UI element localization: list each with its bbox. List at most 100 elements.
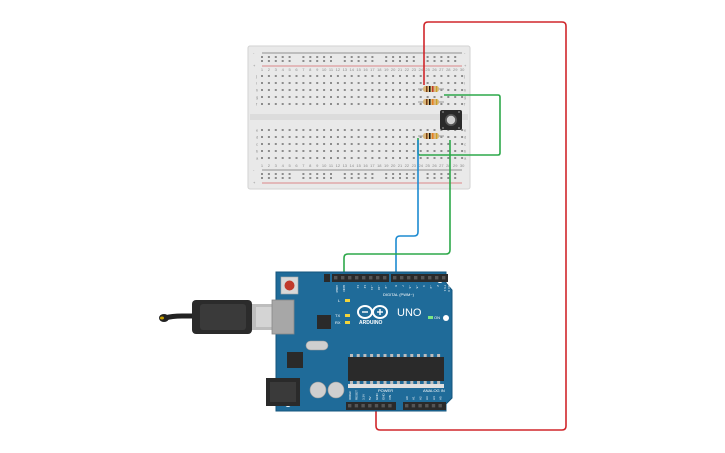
digital-pin-hole[interactable] [341, 276, 345, 280]
breadboard-hole[interactable] [302, 75, 305, 77]
breadboard-hole[interactable] [274, 96, 277, 98]
rail-hole[interactable] [399, 60, 401, 62]
rail-hole[interactable] [392, 60, 395, 62]
analog-pin-hole[interactable] [431, 404, 436, 408]
rail-hole[interactable] [267, 56, 270, 58]
breadboard-hole[interactable] [399, 75, 401, 77]
breadboard-hole[interactable] [419, 75, 422, 77]
rail-hole[interactable] [433, 177, 436, 179]
breadboard-hole[interactable] [336, 82, 339, 84]
breadboard-hole[interactable] [371, 129, 374, 131]
breadboard-hole[interactable] [316, 75, 319, 77]
breadboard-hole[interactable] [350, 136, 353, 138]
rail-hole[interactable] [302, 60, 305, 62]
wire-blue-signal[interactable] [395, 140, 419, 275]
breadboard-hole[interactable] [385, 150, 388, 152]
breadboard-hole[interactable] [454, 143, 457, 145]
breadboard-hole[interactable] [330, 96, 332, 98]
breadboard-hole[interactable] [454, 136, 457, 138]
breadboard-hole[interactable] [336, 103, 339, 105]
breadboard-hole[interactable] [316, 136, 319, 138]
breadboard-hole[interactable] [295, 96, 298, 98]
rail-hole[interactable] [447, 173, 450, 175]
rail-hole[interactable] [350, 60, 353, 62]
breadboard-hole[interactable] [399, 103, 401, 105]
breadboard-hole[interactable] [461, 150, 464, 152]
breadboard-hole[interactable] [267, 150, 270, 152]
breadboard-hole[interactable] [378, 103, 381, 105]
breadboard-hole[interactable] [454, 103, 457, 105]
breadboard-hole[interactable] [281, 89, 284, 91]
breadboard-hole[interactable] [378, 143, 381, 145]
rail-hole[interactable] [309, 60, 312, 62]
breadboard-hole[interactable] [274, 103, 277, 105]
breadboard-hole[interactable] [302, 89, 305, 91]
rail-hole[interactable] [447, 177, 450, 179]
breadboard-hole[interactable] [350, 150, 353, 152]
breadboard-hole[interactable] [364, 129, 367, 131]
breadboard[interactable]: - + - + - + 1122334455667788991010111112… [247, 45, 471, 190]
breadboard-hole[interactable] [364, 89, 367, 91]
breadboard-hole[interactable] [399, 129, 401, 131]
rail-hole[interactable] [309, 177, 312, 179]
rail-hole[interactable] [261, 56, 263, 58]
breadboard-hole[interactable] [440, 75, 443, 77]
breadboard-hole[interactable] [454, 82, 457, 84]
pushbutton-switch[interactable] [440, 110, 462, 130]
breadboard-hole[interactable] [288, 150, 291, 152]
rail-hole[interactable] [281, 60, 284, 62]
breadboard-hole[interactable] [454, 96, 457, 98]
digital-pin-hole[interactable] [348, 276, 352, 280]
breadboard-hole[interactable] [378, 75, 381, 77]
rail-hole[interactable] [330, 60, 332, 62]
breadboard-hole[interactable] [412, 157, 415, 159]
breadboard-hole[interactable] [323, 143, 326, 145]
breadboard-hole[interactable] [288, 89, 291, 91]
breadboard-hole[interactable] [350, 75, 353, 77]
breadboard-hole[interactable] [461, 157, 464, 159]
breadboard-hole[interactable] [288, 136, 291, 138]
breadboard-hole[interactable] [440, 96, 443, 98]
power-pin-hole[interactable] [361, 404, 365, 408]
rail-hole[interactable] [426, 56, 429, 58]
breadboard-hole[interactable] [371, 157, 374, 159]
breadboard-hole[interactable] [447, 143, 450, 145]
breadboard-hole[interactable] [364, 103, 367, 105]
breadboard-hole[interactable] [261, 136, 263, 138]
breadboard-hole[interactable] [295, 150, 298, 152]
breadboard-hole[interactable] [364, 82, 367, 84]
breadboard-hole[interactable] [357, 129, 360, 131]
breadboard-hole[interactable] [350, 157, 353, 159]
breadboard-hole[interactable] [336, 129, 339, 131]
breadboard-hole[interactable] [357, 103, 360, 105]
rail-hole[interactable] [288, 173, 291, 175]
breadboard-hole[interactable] [419, 82, 422, 84]
rail-hole[interactable] [357, 177, 360, 179]
breadboard-hole[interactable] [309, 103, 312, 105]
breadboard-hole[interactable] [343, 129, 346, 131]
breadboard-hole[interactable] [364, 75, 367, 77]
rail-hole[interactable] [440, 177, 443, 179]
rail-hole[interactable] [357, 60, 360, 62]
breadboard-hole[interactable] [392, 157, 395, 159]
breadboard-hole[interactable] [461, 129, 464, 131]
digital-pin-hole[interactable] [421, 276, 425, 280]
rail-hole[interactable] [330, 173, 332, 175]
rail-hole[interactable] [385, 56, 388, 58]
breadboard-hole[interactable] [440, 103, 443, 105]
breadboard-hole[interactable] [364, 157, 367, 159]
breadboard-hole[interactable] [281, 136, 284, 138]
breadboard-hole[interactable] [357, 143, 360, 145]
breadboard-hole[interactable] [330, 136, 332, 138]
breadboard-hole[interactable] [447, 150, 450, 152]
breadboard-hole[interactable] [274, 129, 277, 131]
breadboard-hole[interactable] [302, 129, 305, 131]
rail-hole[interactable] [323, 177, 326, 179]
breadboard-hole[interactable] [295, 75, 298, 77]
breadboard-hole[interactable] [378, 82, 381, 84]
rail-hole[interactable] [274, 173, 277, 175]
breadboard-hole[interactable] [261, 75, 263, 77]
breadboard-hole[interactable] [343, 89, 346, 91]
breadboard-hole[interactable] [447, 157, 450, 159]
rail-hole[interactable] [323, 56, 326, 58]
